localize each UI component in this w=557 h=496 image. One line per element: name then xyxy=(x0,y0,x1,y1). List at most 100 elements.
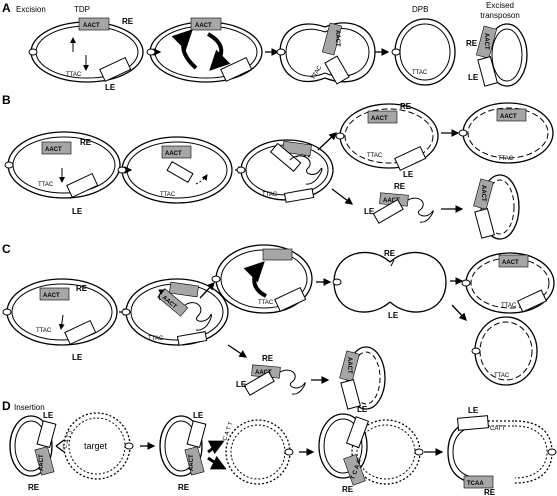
aact-box xyxy=(463,475,494,489)
aact-label: AACT xyxy=(480,185,486,202)
le-box xyxy=(220,56,253,82)
origin-marker xyxy=(124,442,134,450)
catt-vertical: C A T T xyxy=(222,421,234,442)
c3-plasmid-upper: TTAC xyxy=(211,244,313,314)
le-label: LE xyxy=(364,207,375,216)
re-label: RE xyxy=(122,17,134,26)
aact-label: AACT xyxy=(500,114,517,120)
aact-box xyxy=(496,108,527,122)
b1-plasmid: AACT TTAC RE LE xyxy=(4,131,121,216)
aact-label: AACT xyxy=(371,116,388,122)
aact-label: AACT xyxy=(83,23,100,29)
a4-dpb-plasmid: DPB TTAC xyxy=(391,5,456,86)
aact-box xyxy=(78,17,110,31)
le-box xyxy=(474,208,495,239)
aact-box xyxy=(39,287,70,301)
b4-plasmid-upper: AACT TTAC RE LE xyxy=(335,102,439,179)
small-arrow xyxy=(158,289,165,301)
excised-label-line2: transposon xyxy=(480,11,520,20)
d2-transposon: AACT LE RE xyxy=(159,411,207,492)
a1-plasmid: AACT TTAC RE LE xyxy=(28,17,144,92)
arrow-c2-up xyxy=(199,282,215,299)
origin-marker xyxy=(236,166,246,174)
origin-marker xyxy=(461,279,471,287)
aact-box xyxy=(473,178,494,210)
origin-marker xyxy=(332,278,342,286)
aact-box xyxy=(161,145,192,159)
re-label: RE xyxy=(484,488,496,496)
le-box xyxy=(340,379,361,410)
le-label: LE xyxy=(193,411,204,420)
loop-strand xyxy=(289,155,323,185)
ttac-label: TTAC xyxy=(148,336,164,342)
panel-c: C AACT TTAC RE LE AACT TTAC xyxy=(2,242,555,410)
aact-box xyxy=(339,350,360,382)
re-label: RE xyxy=(28,483,40,492)
origin-marker xyxy=(28,48,38,56)
re-label: RE xyxy=(466,39,478,48)
tdp-label: TDP xyxy=(74,5,90,14)
dashed-strand xyxy=(295,155,313,159)
aact-box xyxy=(281,140,312,157)
arrow-c4-down xyxy=(451,304,467,321)
curved-arrow-upper xyxy=(207,440,225,455)
aact-box xyxy=(41,141,72,155)
aact-label: AACT xyxy=(39,454,45,471)
origin-marker xyxy=(391,48,401,56)
ttac-label: TTAC xyxy=(498,156,514,162)
dashed-arrow xyxy=(195,174,208,185)
b2-plasmid: AACT TTAC xyxy=(117,136,233,204)
le-box xyxy=(372,198,404,224)
ttac-label: TTAC xyxy=(38,182,54,188)
ttac-label: TTAC xyxy=(160,192,176,198)
d2-target xyxy=(225,419,294,485)
le-label: LE xyxy=(388,311,399,320)
dpb-label: DPB xyxy=(412,5,428,14)
re-label: RE xyxy=(76,284,88,293)
arrow-b3-up xyxy=(317,132,337,151)
c3-excised-lower: RE AACT LE xyxy=(236,354,306,396)
aact-box xyxy=(184,446,205,476)
le-box xyxy=(517,289,547,313)
origin-marker xyxy=(146,48,156,56)
ttac-label: TTAC xyxy=(494,373,510,379)
excised-label-line1: Excised xyxy=(486,1,514,10)
origin-marker xyxy=(547,448,557,456)
ttac-label: TTAC xyxy=(412,70,428,76)
aact-box xyxy=(343,454,366,486)
aact-label: AACT xyxy=(45,147,62,153)
re-pointer xyxy=(390,259,395,267)
panel-c-letter: C xyxy=(2,242,11,256)
aact-box xyxy=(262,248,293,261)
aact-label: AACT xyxy=(483,33,489,50)
target-label: target xyxy=(84,441,108,451)
a3-figure-eight: AACT TTAC xyxy=(276,22,376,85)
le-label: LE xyxy=(236,380,247,389)
curved-arrow-left xyxy=(171,29,198,70)
loop-strand xyxy=(407,197,434,223)
aact-box xyxy=(498,254,529,268)
c5-plasmid: AACT TTAC xyxy=(461,252,555,314)
catt-label: CATT xyxy=(490,426,506,432)
b4-excised-lower: RE AACT LE xyxy=(364,182,434,224)
aact-label: AACT xyxy=(383,198,400,204)
ttac-label: TTAC xyxy=(367,153,383,159)
d4-final-insertion: CATT TCAA LE RE xyxy=(447,406,557,496)
a5-excised-transposon: Excised transposon AACT RE LE xyxy=(466,1,528,87)
aact-label: AACT xyxy=(346,357,352,374)
le-box xyxy=(456,415,490,431)
c2-plasmid: AACT TTAC xyxy=(121,278,229,346)
ttac-label: TTAC xyxy=(66,72,82,78)
ttac-label: TTAC xyxy=(36,328,52,334)
loop-strand xyxy=(279,369,306,395)
le-box xyxy=(394,145,427,171)
tcaa-label: TCAA xyxy=(467,481,484,487)
panel-a: A Excision TDP AACT TTAC RE LE AACT xyxy=(2,1,528,92)
le-box xyxy=(166,160,194,184)
aact-box xyxy=(367,110,398,124)
origin-marker xyxy=(471,347,481,355)
ttac-label: TTAC xyxy=(262,192,278,198)
le-box xyxy=(345,416,370,449)
le-label: LE xyxy=(72,353,83,362)
origin-marker xyxy=(211,275,221,283)
